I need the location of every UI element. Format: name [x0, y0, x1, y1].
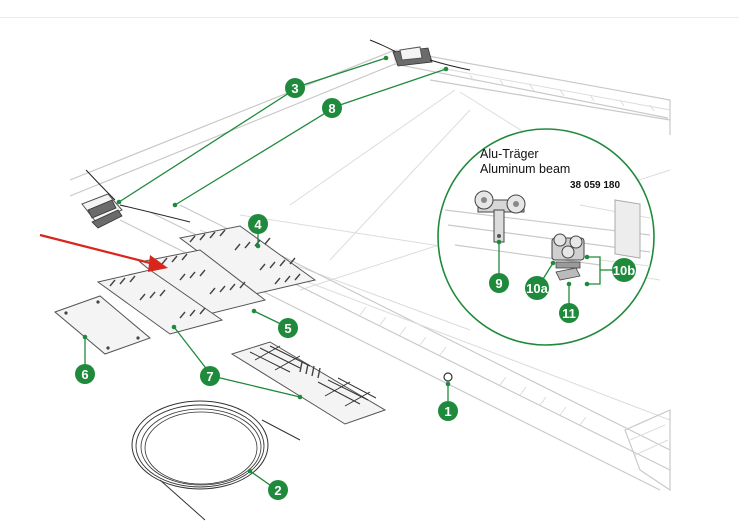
top-divider: [0, 17, 739, 18]
callout-5-label: 5: [284, 321, 291, 336]
callout-1: 1: [438, 401, 458, 421]
callout-10b: 10b: [612, 258, 636, 282]
callout-3: 3: [285, 78, 305, 98]
callout-11: 11: [559, 303, 579, 323]
top-hanger-bracket: [369, 39, 471, 71]
small-plate-11: [555, 267, 581, 281]
inset-title-en: Aluminum beam: [480, 162, 570, 176]
callout-7: 7: [200, 366, 220, 386]
callout-2-label: 2: [274, 483, 281, 498]
callout-7-label: 7: [206, 369, 213, 384]
mounting-plate-7: [230, 341, 387, 425]
toothed-plate-7: [96, 269, 224, 335]
cable-coil-2: [131, 400, 301, 521]
callout-8: 8: [322, 98, 342, 118]
base-plate-6: [54, 295, 151, 355]
callout-9-label: 9: [495, 276, 502, 291]
inset-detail: Alu-Träger Aluminum beam 38 059 180: [437, 128, 655, 346]
callout-1-label: 1: [444, 404, 451, 419]
roller-carriage-10: [551, 233, 585, 269]
callout-10a: 10a: [525, 276, 549, 300]
part-number: 38 059 180: [570, 180, 620, 191]
callout-5: 5: [278, 318, 298, 338]
inset-title-de: Alu-Träger: [480, 147, 539, 161]
red-arrow: [39, 233, 168, 272]
left-hanger-bracket: [81, 169, 191, 229]
callout-4-label: 4: [254, 217, 262, 232]
callout-9: 9: [489, 273, 509, 293]
callout-2: 2: [268, 480, 288, 500]
callout-10b-label: 10b: [613, 263, 635, 278]
callout-10a-label: 10a: [526, 281, 548, 296]
callout-6: 6: [75, 364, 95, 384]
roller-carriage-9: [474, 190, 526, 243]
callout-4: 4: [248, 214, 268, 234]
callout-11-label: 11: [562, 306, 576, 321]
callout-8-label: 8: [328, 101, 335, 116]
callout-3-label: 3: [291, 81, 298, 96]
callout-6-label: 6: [81, 367, 88, 382]
